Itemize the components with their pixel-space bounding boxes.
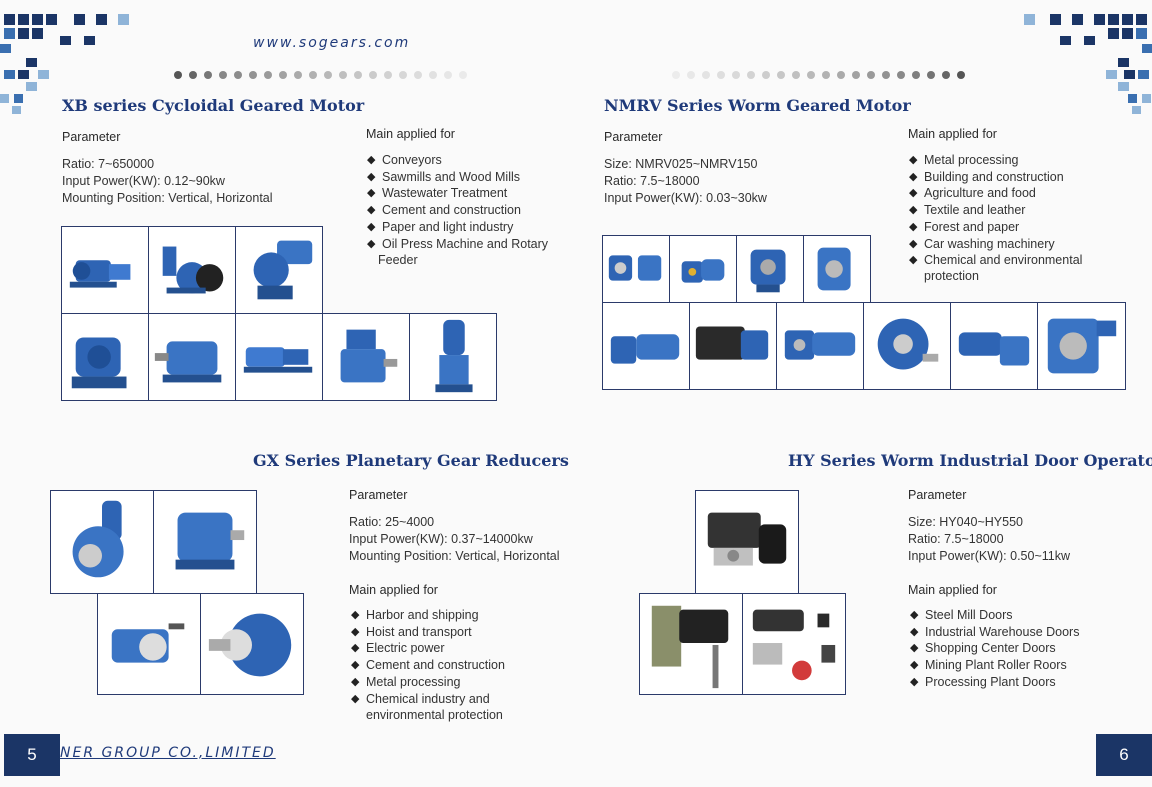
list-item: Agriculture and food xyxy=(909,185,1082,202)
xb-applied-continuation: Feeder xyxy=(378,253,418,267)
gx-title: GX Series Planetary Gear Reducers xyxy=(253,451,569,470)
xb-title: XB series Cycloidal Geared Motor xyxy=(62,96,365,115)
website-link[interactable]: www.sogears.com xyxy=(253,35,411,51)
gx-product-photo-3 xyxy=(97,593,201,695)
page-number-left: 5 xyxy=(4,734,60,776)
list-item: Metal processing xyxy=(351,674,505,691)
xb-product-photo-2 xyxy=(148,226,236,314)
dot-divider-right xyxy=(672,71,965,79)
list-item: Shopping Center Doors xyxy=(910,640,1079,657)
xb-applied-label: Main applied for xyxy=(366,127,455,141)
hy-product-photo-2 xyxy=(639,593,743,695)
gx-applied-continuation: environmental protection xyxy=(366,708,503,722)
hy-param: Ratio: 7.5~18000 xyxy=(908,532,1004,546)
hy-applied-list: Steel Mill Doors Industrial Warehouse Do… xyxy=(910,607,1079,691)
page-number-right: 6 xyxy=(1096,734,1152,776)
gx-applied-list: Harbor and shipping Hoist and transport … xyxy=(351,607,505,707)
nmrv-param: Ratio: 7.5~18000 xyxy=(604,174,700,188)
list-item: Cement and construction xyxy=(367,202,548,219)
list-item: Forest and paper xyxy=(909,219,1082,236)
xb-product-photo-1 xyxy=(61,226,149,314)
list-item: Electric power xyxy=(351,640,505,657)
gx-product-photo-4 xyxy=(200,593,304,695)
list-item: Conveyors xyxy=(367,152,548,169)
nmrv-product-photo-1 xyxy=(602,235,670,303)
hy-param: Input Power(KW): 0.50~11kw xyxy=(908,549,1070,563)
nmrv-product-photo-8 xyxy=(863,302,951,390)
xb-applied-list: Conveyors Sawmills and Wood Mills Wastew… xyxy=(367,152,548,252)
nmrv-applied-list: Metal processing Building and constructi… xyxy=(909,152,1082,269)
hy-product-photo-3 xyxy=(742,593,846,695)
gx-applied-label: Main applied for xyxy=(349,583,438,597)
xb-param-label: Parameter xyxy=(62,130,121,144)
mosaic-top-left xyxy=(0,0,140,115)
list-item: Car washing machinery xyxy=(909,236,1082,253)
hy-title: HY Series Worm Industrial Door Operator xyxy=(788,451,1152,470)
nmrv-product-photo-7 xyxy=(776,302,864,390)
nmrv-product-photo-3 xyxy=(736,235,804,303)
hy-param-label: Parameter xyxy=(908,488,967,502)
list-item: Mining Plant Roller Roors xyxy=(910,657,1079,674)
list-item: Paper and light industry xyxy=(367,219,548,236)
gx-param: Ratio: 25~4000 xyxy=(349,515,435,529)
list-item: Chemical and environmental xyxy=(909,252,1082,269)
list-item: Metal processing xyxy=(909,152,1082,169)
gx-param-label: Parameter xyxy=(349,488,408,502)
nmrv-product-photo-10 xyxy=(1037,302,1126,390)
list-item: Harbor and shipping xyxy=(351,607,505,624)
gx-param: Mounting Position: Vertical, Horizontal xyxy=(349,549,560,563)
xb-product-photo-5 xyxy=(148,313,236,401)
list-item: Chemical industry and xyxy=(351,691,505,708)
xb-param: Mounting Position: Vertical, Horizontal xyxy=(62,191,273,205)
company-name: NER GROUP CO.,LIMITED xyxy=(60,745,276,761)
xb-param: Ratio: 7~650000 xyxy=(62,157,155,171)
gx-product-photo-2 xyxy=(153,490,257,594)
xb-product-photo-3 xyxy=(235,226,323,314)
list-item: Processing Plant Doors xyxy=(910,674,1079,691)
gx-param: Input Power(KW): 0.37~14000kw xyxy=(349,532,533,546)
xb-params: Ratio: 7~650000 Input Power(KW): 0.12~90… xyxy=(62,156,273,207)
list-item: Industrial Warehouse Doors xyxy=(910,624,1079,641)
xb-product-photo-4 xyxy=(61,313,149,401)
nmrv-applied-continuation: protection xyxy=(924,269,979,283)
hy-product-photo-1 xyxy=(695,490,799,594)
nmrv-title: NMRV Series Worm Geared Motor xyxy=(604,96,911,115)
nmrv-product-photo-6 xyxy=(689,302,777,390)
list-item: Cement and construction xyxy=(351,657,505,674)
hy-applied-label: Main applied for xyxy=(908,583,997,597)
nmrv-product-photo-2 xyxy=(669,235,737,303)
nmrv-param-label: Parameter xyxy=(604,130,663,144)
list-item: Oil Press Machine and Rotary xyxy=(367,236,548,253)
nmrv-product-photo-5 xyxy=(602,302,690,390)
gx-params: Ratio: 25~4000 Input Power(KW): 0.37~140… xyxy=(349,514,560,565)
nmrv-product-photo-9 xyxy=(950,302,1038,390)
hy-params: Size: HY040~HY550 Ratio: 7.5~18000 Input… xyxy=(908,514,1070,565)
xb-product-photo-8 xyxy=(409,313,497,401)
dot-divider-left xyxy=(174,71,467,79)
mosaic-top-right xyxy=(1020,0,1152,115)
xb-product-photo-7 xyxy=(322,313,410,401)
nmrv-applied-label: Main applied for xyxy=(908,127,997,141)
list-item: Sawmills and Wood Mills xyxy=(367,169,548,186)
nmrv-param: Size: NMRV025~NMRV150 xyxy=(604,157,758,171)
list-item: Building and construction xyxy=(909,169,1082,186)
nmrv-product-photo-4 xyxy=(803,235,871,303)
list-item: Steel Mill Doors xyxy=(910,607,1079,624)
list-item: Textile and leather xyxy=(909,202,1082,219)
list-item: Hoist and transport xyxy=(351,624,505,641)
list-item: Wastewater Treatment xyxy=(367,185,548,202)
hy-param: Size: HY040~HY550 xyxy=(908,515,1024,529)
xb-param: Input Power(KW): 0.12~90kw xyxy=(62,174,225,188)
nmrv-params: Size: NMRV025~NMRV150 Ratio: 7.5~18000 I… xyxy=(604,156,767,207)
xb-product-photo-6 xyxy=(235,313,323,401)
gx-product-photo-1 xyxy=(50,490,154,594)
nmrv-param: Input Power(KW): 0.03~30kw xyxy=(604,191,767,205)
